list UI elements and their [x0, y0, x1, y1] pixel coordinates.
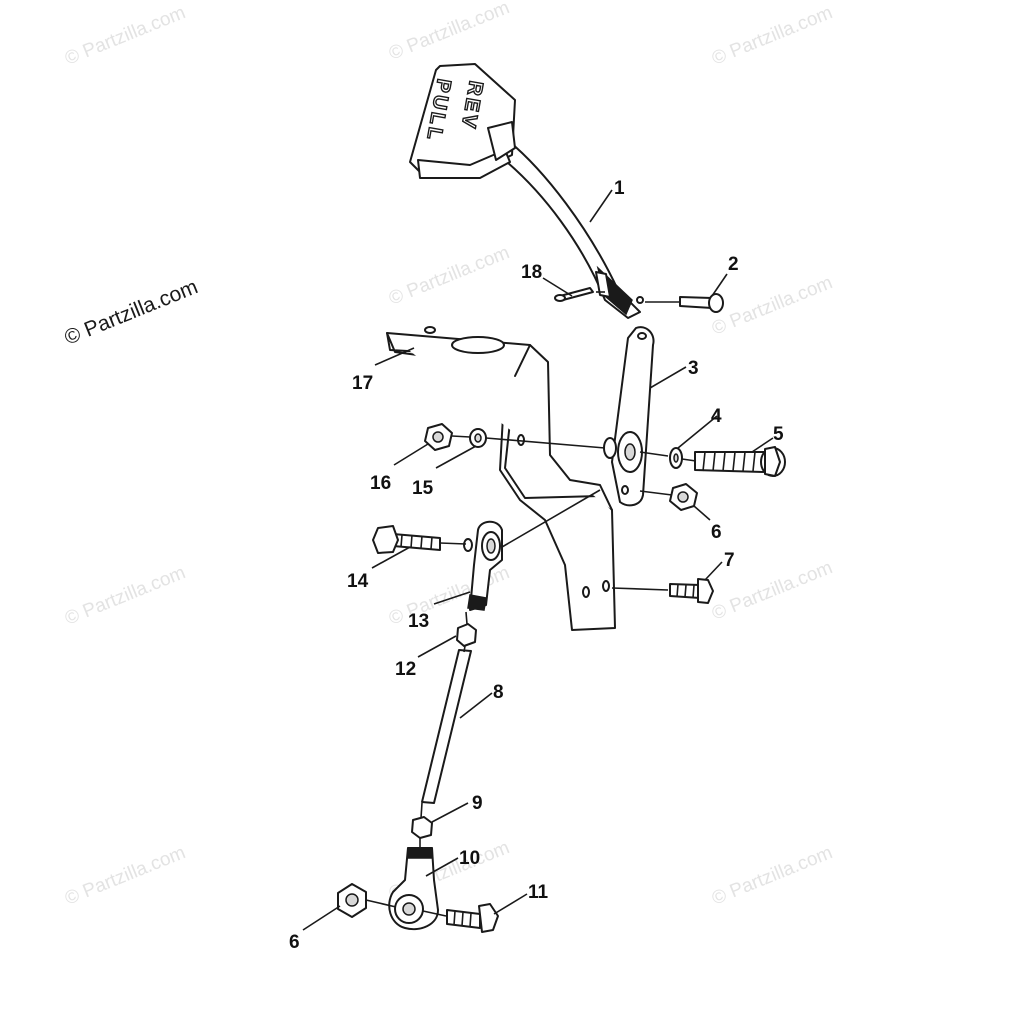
watermark: © Partzilla.com	[62, 562, 189, 629]
part-bolt-lower	[446, 903, 499, 933]
watermark: © Partzilla.com	[62, 2, 189, 69]
watermark: © Partzilla.com	[386, 242, 513, 309]
callout-7: 7	[724, 550, 735, 571]
part-jam-nut-upper	[456, 623, 477, 647]
callout-9: 9	[472, 793, 483, 814]
callout-3: 3	[688, 358, 699, 379]
part-bolt-short	[669, 578, 714, 604]
callout-6-upper: 6	[711, 522, 722, 543]
watermark: © Partzilla.com	[386, 0, 513, 65]
callout-labels: 1 2 3 4 5 6 7 8 9 10 11 6 12 13 14 15 16…	[289, 178, 784, 953]
callout-11: 11	[528, 882, 549, 903]
part-washer	[669, 447, 683, 469]
part-reverse-lever: PULL REV	[409, 63, 641, 319]
part-rod-end-lower	[388, 847, 439, 930]
callout-12: 12	[395, 659, 416, 680]
callout-5: 5	[773, 424, 784, 445]
part-bolt-balljoint	[372, 525, 441, 554]
callout-13: 13	[408, 611, 429, 632]
watermark: © Partzilla.com	[386, 562, 513, 629]
part-bolt-long	[694, 446, 786, 477]
part-rod	[421, 649, 472, 804]
callout-6-lower: 6	[289, 932, 300, 953]
part-nut-upper	[669, 483, 698, 511]
part-nut-lower	[337, 883, 367, 918]
part-bracket	[386, 326, 616, 631]
callout-1: 1	[614, 178, 625, 199]
callout-17: 17	[352, 373, 373, 394]
watermark: © Partzilla.com	[709, 842, 836, 909]
watermark: © Partzilla.com	[62, 842, 189, 909]
callout-2: 2	[728, 254, 739, 275]
part-jam-nut-lower	[411, 816, 433, 839]
callout-10: 10	[459, 848, 480, 869]
part-rod-end-upper	[463, 520, 503, 611]
callout-4: 4	[711, 406, 722, 427]
part-link-arm	[603, 326, 655, 507]
callout-leaders	[302, 189, 774, 931]
watermark: © Partzilla.com	[709, 2, 836, 69]
part-nut-left	[424, 423, 453, 451]
callout-14: 14	[347, 571, 369, 592]
watermark-main: © Partzilla.com	[61, 275, 201, 349]
assembly-lines	[365, 291, 697, 917]
part-cotter-pin	[554, 287, 594, 302]
watermark: © Partzilla.com	[709, 272, 836, 339]
part-washer-left	[469, 428, 487, 448]
part-clevis-pin	[636, 293, 724, 313]
callout-15: 15	[412, 478, 434, 499]
callout-18: 18	[521, 262, 542, 283]
callout-16: 16	[370, 473, 391, 494]
callout-8: 8	[493, 682, 504, 703]
